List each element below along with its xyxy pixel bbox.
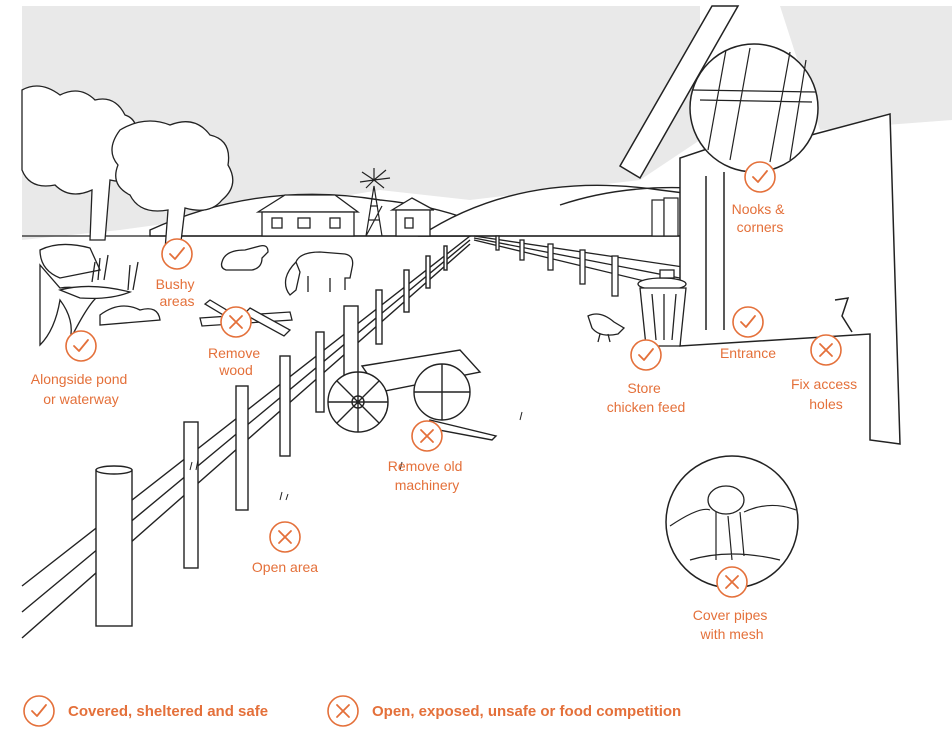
pipe-zoom (665, 455, 799, 589)
chicken-feed-check-icon (630, 339, 662, 371)
legend-cross: Open, exposed, unsafe or food competitio… (326, 694, 681, 728)
pond-label-line2: or waterway (43, 391, 118, 407)
chicken (587, 313, 626, 343)
trash-can (637, 269, 687, 347)
check-circle-icon (23, 695, 55, 727)
grass (189, 411, 523, 501)
marker-labels: Bushy areas Alongside pond or waterway R… (31, 201, 861, 642)
pond-label-line1: Alongside pond (31, 371, 128, 387)
access-holes-cross-icon (810, 334, 842, 366)
remove-wood-label: Remove wood (208, 345, 264, 378)
windmill (359, 168, 391, 237)
access-holes-label-line2: holes (809, 396, 842, 412)
entrance-label: Entrance (720, 345, 776, 361)
old-cart (327, 349, 498, 441)
sky-right-gap (780, 6, 952, 130)
cow-lying (220, 244, 269, 271)
bushy-areas-label-line1: Bushy (156, 276, 195, 292)
nooks-check-icon (744, 161, 776, 193)
access-holes-label: Fix access holes (791, 376, 861, 412)
legend-check-label: Covered, sheltered and safe (68, 702, 269, 720)
cross-circle-icon (327, 695, 359, 727)
legend-cross-label: Open, exposed, unsafe or food competitio… (372, 702, 682, 720)
nooks-label-line1: Nooks & (732, 201, 786, 217)
cow-grazing (284, 251, 354, 296)
access-holes-label-line1: Fix access (791, 376, 857, 392)
bushy-areas-check-icon (161, 238, 193, 270)
pond (39, 243, 161, 347)
marker-icons (65, 161, 842, 598)
remove-machinery-label: Remove old machinery (388, 458, 467, 493)
nooks-label: Nooks & corners (732, 201, 789, 235)
chicken-feed-label-line2: chicken feed (607, 399, 686, 415)
remove-machinery-cross-icon (411, 420, 443, 452)
entrance-check-icon (732, 306, 764, 338)
nooks-label-line2: corners (737, 219, 784, 235)
fence-right (473, 235, 691, 297)
pond-label: Alongside pond or waterway (31, 371, 131, 407)
bushy-areas-label-line2: areas (159, 293, 194, 309)
pipes-cross-icon (716, 566, 748, 598)
open-area-cross-icon (269, 521, 301, 553)
pipes-label-line2: with mesh (699, 626, 763, 642)
silos (651, 197, 679, 237)
open-area-label: Open area (252, 559, 318, 575)
trees (21, 85, 234, 251)
chicken-feed-label-line1: Store (627, 380, 661, 396)
remove-wood-label-line2: wood (218, 362, 252, 378)
remove-machinery-label-line2: machinery (395, 477, 460, 493)
entrance-label-line1: Entrance (720, 345, 776, 361)
pipes-label-line1: Cover pipes (693, 607, 768, 623)
nooks-zoom (689, 43, 819, 173)
remove-wood-cross-icon (220, 306, 252, 338)
remove-machinery-label-line1: Remove old (388, 458, 463, 474)
open-area-label-line1: Open area (252, 559, 318, 575)
fence-left (21, 235, 471, 639)
remove-wood-label-line1: Remove (208, 345, 260, 361)
bushy-areas-label: Bushy areas (156, 276, 199, 309)
shed (389, 197, 435, 237)
pipes-label: Cover pipes with mesh (693, 607, 772, 642)
chicken-feed-label: Store chicken feed (607, 380, 686, 415)
pond-check-icon (65, 330, 97, 362)
farmhouse (255, 194, 360, 237)
legend-check: Covered, sheltered and safe (22, 694, 268, 728)
